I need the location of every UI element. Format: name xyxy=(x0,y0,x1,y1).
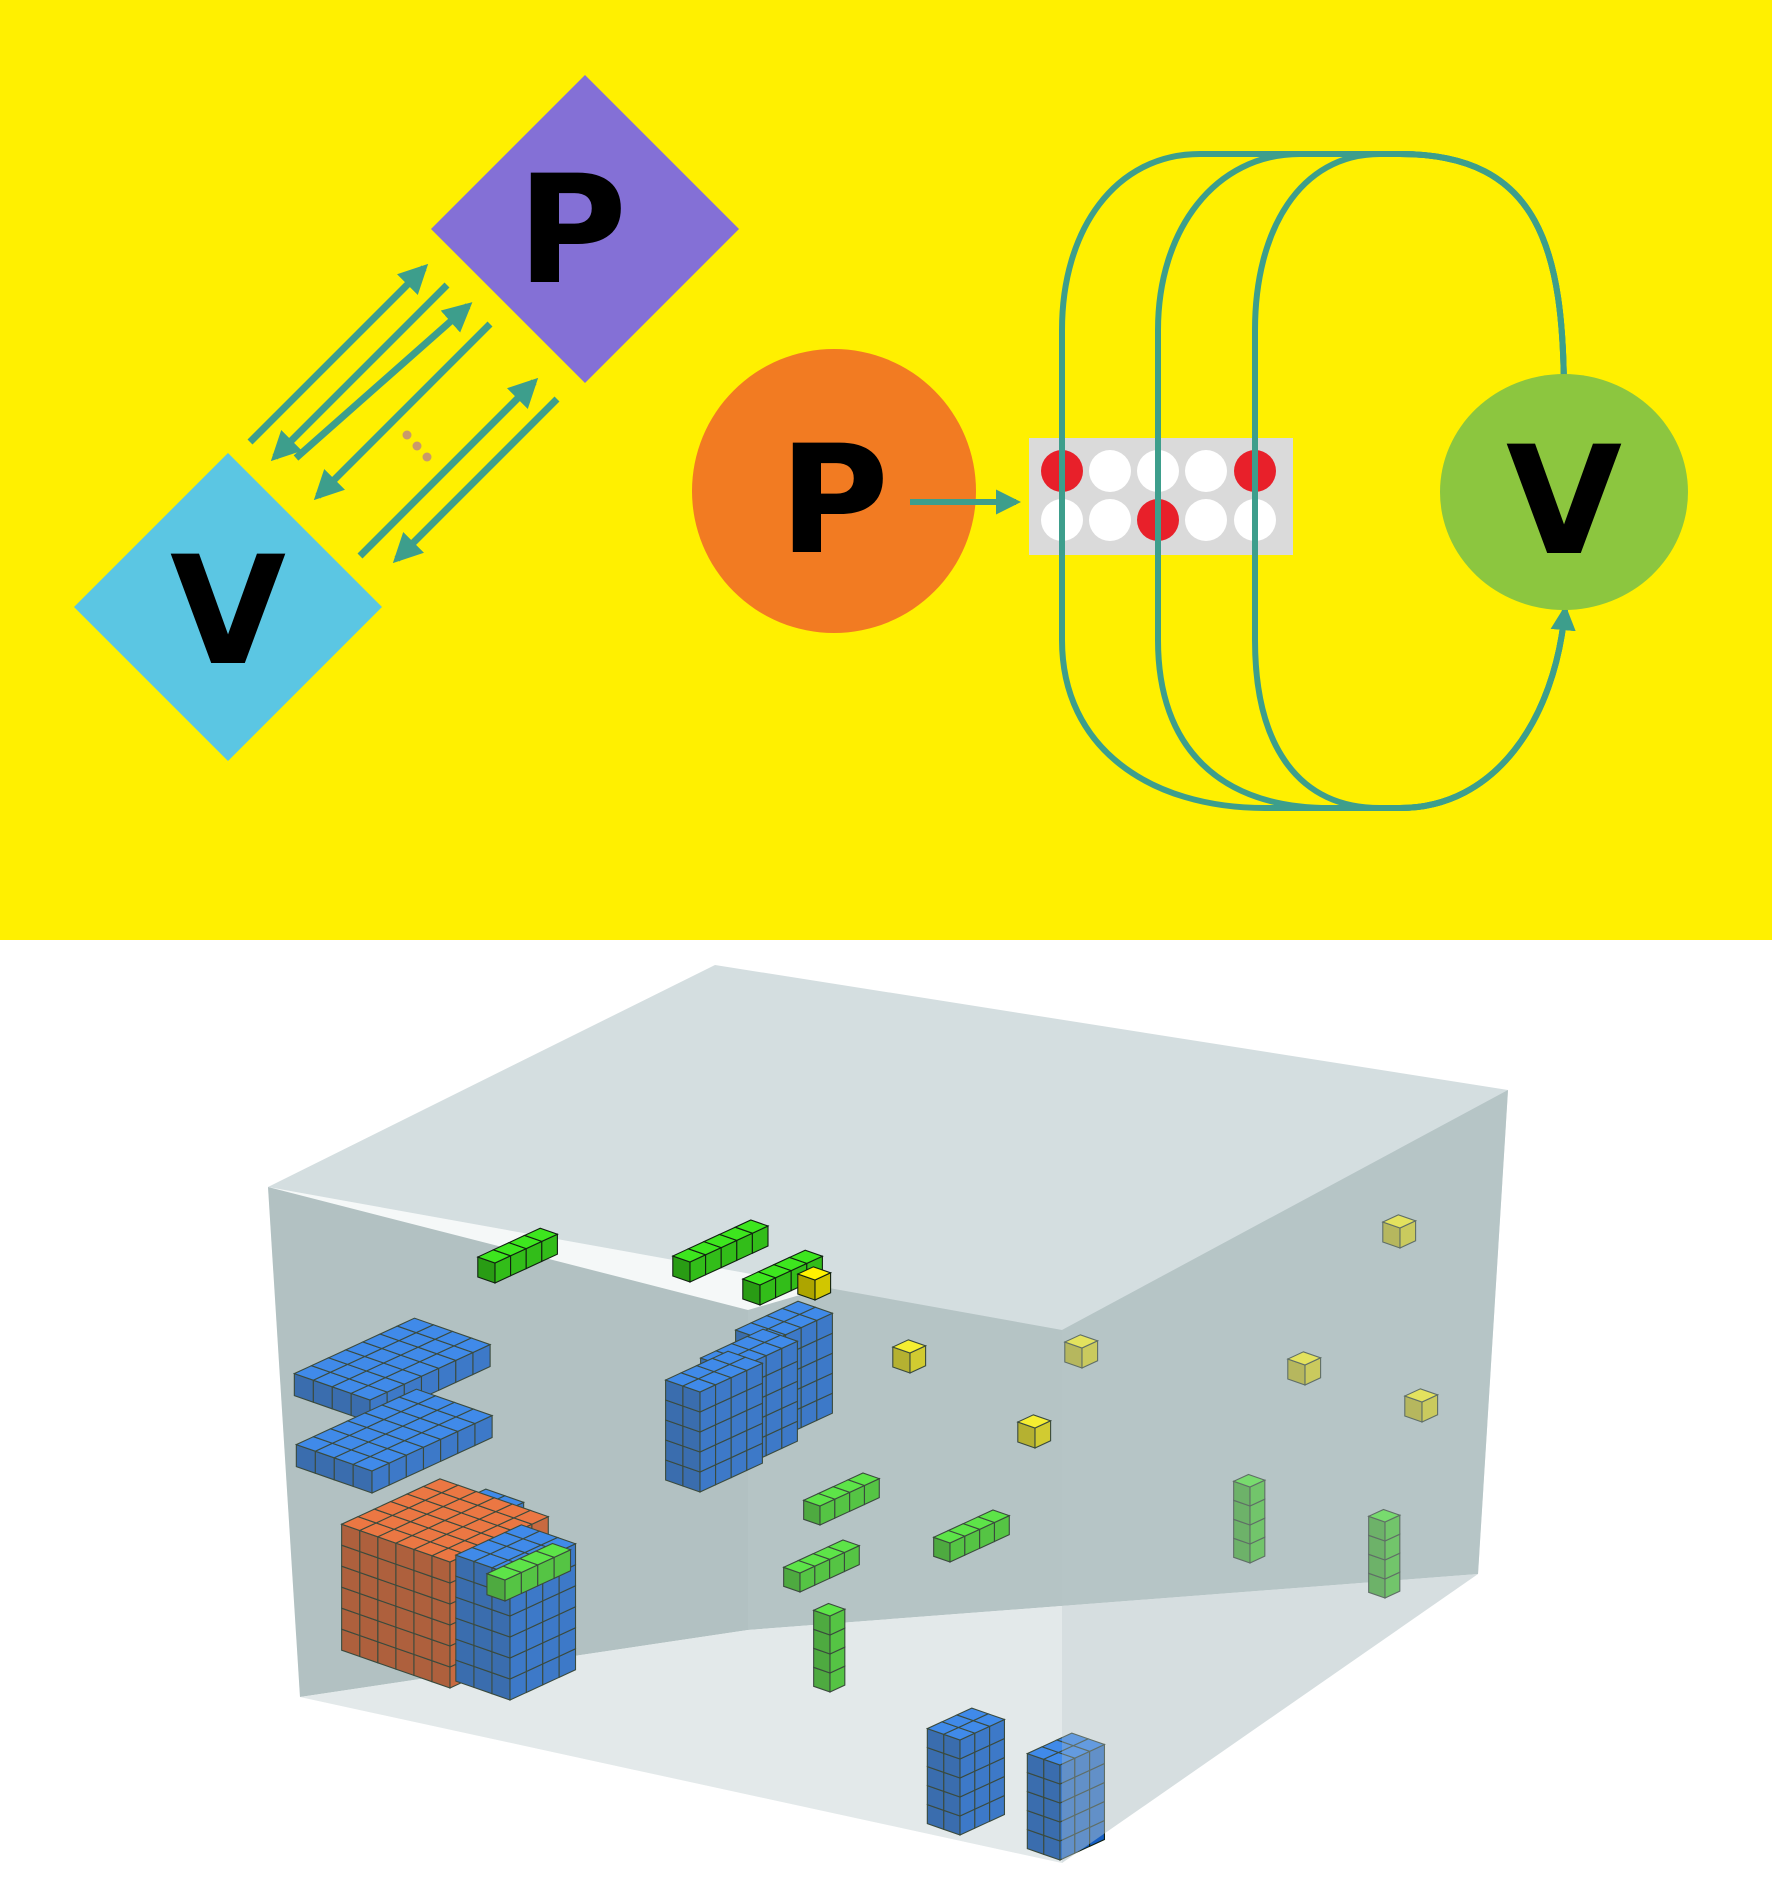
bottom-panel xyxy=(268,965,1508,1863)
curve-inner xyxy=(1252,151,1576,811)
v-diamond-label: V xyxy=(170,525,286,699)
well xyxy=(1185,499,1227,541)
box-floor xyxy=(300,1574,1478,1863)
yellow-cube-6 xyxy=(1286,1351,1323,1386)
box-back-right-wall xyxy=(748,1090,1508,1630)
right-diagram: P V xyxy=(692,151,1688,811)
blue-stack-front xyxy=(664,1350,764,1493)
green-column-right-2 xyxy=(1367,1508,1402,1599)
yellow-cube-3 xyxy=(1381,1214,1418,1249)
arrow-to-p-2 xyxy=(293,302,473,461)
blue-wall-front-2 xyxy=(1025,1732,1106,1861)
transparent-box xyxy=(268,965,1508,1863)
box-front-right-face xyxy=(1062,1090,1508,1863)
box-top-face xyxy=(268,965,1508,1330)
p-circle xyxy=(692,349,976,633)
green-column-middle xyxy=(812,1602,847,1693)
v-circle xyxy=(1440,374,1688,610)
yellow-cube-4 xyxy=(891,1339,928,1374)
green-bar-over-cube xyxy=(485,1542,572,1602)
blocks-inside-box xyxy=(292,1128,1440,1861)
green-bar-middle-3 xyxy=(932,1509,1011,1563)
curves-through-array xyxy=(1059,430,1258,565)
box-front-left-face xyxy=(268,1187,1062,1863)
left-diagram: P V xyxy=(74,75,739,761)
yellow-cube-on-bar xyxy=(796,1266,833,1301)
arrow-to-v-3 xyxy=(392,396,560,564)
ellipsis-dots xyxy=(402,430,432,462)
v-diamond xyxy=(74,453,382,761)
p-diamond xyxy=(431,75,739,383)
blocks-near-top xyxy=(476,1219,833,1306)
well xyxy=(1089,450,1131,492)
p-diamond-label: P xyxy=(517,144,627,318)
yellow-cube-7 xyxy=(1016,1414,1053,1449)
well xyxy=(1185,450,1227,492)
arrow-to-v-1 xyxy=(270,282,450,462)
v-circle-label: V xyxy=(1506,415,1622,589)
arrow-to-v-2 xyxy=(313,321,493,501)
green-bar-top-middle xyxy=(671,1219,770,1283)
blue-slab-upper xyxy=(292,1317,492,1423)
green-column-right-1 xyxy=(1232,1473,1267,1564)
well xyxy=(1089,499,1131,541)
blue-wall-front-1 xyxy=(925,1707,1006,1836)
p-circle-label: P xyxy=(779,414,889,588)
green-bar-top-left xyxy=(476,1227,559,1284)
transfer-arrows xyxy=(247,263,560,564)
blue-slab-lower xyxy=(294,1388,494,1494)
arrow-to-p-3 xyxy=(357,377,539,559)
yellow-cube-5 xyxy=(1063,1334,1100,1369)
arrow-to-p-1 xyxy=(247,263,429,445)
green-bar-middle-1 xyxy=(802,1472,881,1526)
green-bar-middle-2 xyxy=(782,1539,861,1593)
yellow-cube-8 xyxy=(1403,1388,1440,1423)
